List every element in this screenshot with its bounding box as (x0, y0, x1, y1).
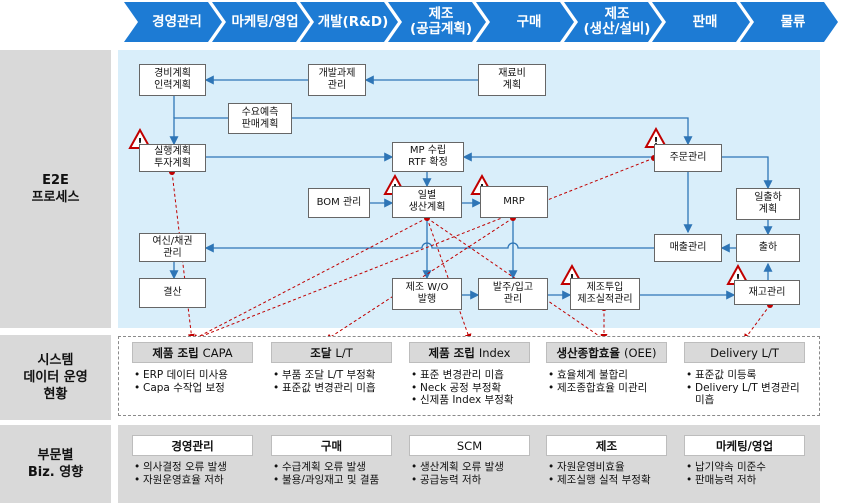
list-item: 부품 조달 L/T 부정확 (273, 369, 401, 382)
list-item: Capa 수작업 보정 (134, 382, 262, 395)
chevron-shape (300, 2, 398, 42)
e2e-process-panel (118, 50, 820, 328)
node-settle: 결산 (139, 278, 206, 308)
svg-text:!: ! (137, 136, 142, 149)
system-box-list: 표준값 미등록 Delivery L/T 변경관리 미흡 (686, 369, 816, 407)
list-item: 효율체계 불합리 (548, 369, 676, 382)
system-box-header: Delivery L/T (684, 342, 805, 363)
chevron-label: 물류 (780, 13, 806, 30)
chevron-shape (740, 2, 838, 42)
list-item: 판매능력 저하 (686, 474, 816, 487)
system-box-list: 부품 조달 L/T 부정확 표준값 변경관리 미흡 (273, 369, 401, 394)
node-demand: 수요예측 판매계획 (228, 103, 292, 134)
chevron-label: 개발(R&D) (317, 13, 389, 30)
list-item: 의사결정 오류 발생 (134, 461, 264, 474)
chevron-shape (564, 2, 662, 42)
node-mrp: MRP (480, 186, 548, 218)
node-material-plan: 재료비 계획 (478, 64, 546, 96)
issue-link (191, 217, 428, 341)
list-item: 자원운영효율 저하 (134, 474, 264, 487)
list-item: 납기약속 미준수 (686, 461, 816, 474)
chevron-label: 마케팅/영업 (231, 13, 299, 30)
biz-box-list: 생산계획 오류 발생 공급능력 저하 (411, 461, 541, 486)
list-item: 공급능력 저하 (411, 474, 541, 487)
biz-box-header: 제조 (546, 435, 667, 456)
node-sales: 매출관리 (654, 234, 722, 262)
node-input: 제조투입 제조실적관리 (570, 278, 640, 310)
list-item: 표준값 미등록 (686, 369, 816, 382)
list-item: 생산계획 오류 발생 (411, 461, 541, 474)
system-box-list: 효율체계 불합리 제조종합효율 미관리 (548, 369, 676, 394)
list-item: Delivery L/T 변경관리 미흡 (686, 382, 816, 407)
node-wo: 제조 W/O 발행 (392, 278, 462, 310)
node-po: 발주/입고 관리 (478, 278, 548, 310)
flow-arrow (169, 117, 228, 146)
node-mp: MP 수립 RTF 확정 (392, 142, 464, 172)
node-biz-plan: 경비계획 인력계획 (139, 64, 206, 96)
chevron-shape (476, 2, 574, 42)
list-item: 불용/과잉재고 및 결품 (273, 474, 403, 487)
biz-box-header: 경영관리 (132, 435, 253, 456)
list-item: 자원운영비효율 (548, 461, 678, 474)
chevron-shape (388, 2, 486, 42)
list-item: 수급계획 오류 발생 (273, 461, 403, 474)
row-label-biz: 부문별 Biz. 영향 (0, 425, 111, 503)
row-label-system: 시스템 데이터 운영 현황 (0, 335, 111, 420)
chevron-label: 구매 (516, 13, 542, 30)
biz-box-list: 납기약속 미준수 판매능력 저하 (686, 461, 816, 486)
list-item: 신제품 Index 부정확 (411, 394, 539, 407)
flow-arrow (292, 117, 693, 146)
biz-box-list: 자원운영비효율 제조실행 실적 부정확 (548, 461, 678, 486)
biz-box-list: 수급계획 오류 발생 불용/과잉재고 및 결품 (273, 461, 403, 486)
node-order: 주문관리 (654, 144, 722, 172)
system-box-list: ERP 데이터 미사용 Capa 수작업 보정 (134, 369, 262, 394)
issue-link (743, 304, 771, 341)
flow-arrow (722, 156, 773, 190)
list-item: 표준 변경관리 미흡 (411, 369, 539, 382)
chevron-label: 판매 (692, 13, 718, 30)
node-dev-mgmt: 개발과제 관리 (308, 64, 366, 96)
chevron-label: 제조 (공급계획) (409, 6, 473, 37)
chevron-shape (652, 2, 750, 42)
list-item: Neck 공정 부정확 (411, 382, 539, 395)
svg-text:!: ! (653, 135, 658, 148)
node-daily-plan: 일별 생산계획 (392, 186, 462, 218)
node-credit: 여신/채권 관리 (139, 233, 206, 262)
node-inventory: 재고관리 (734, 280, 800, 305)
node-exec-plan: 실행계획 투자계획 (139, 144, 206, 172)
biz-box-list: 의사결정 오류 발생 자원운영효율 저하 (134, 461, 264, 486)
node-ship-plan: 일출하 계획 (736, 188, 800, 220)
list-item: 표준값 변경관리 미흡 (273, 382, 401, 395)
biz-box-header: 구매 (271, 435, 392, 456)
list-item: 제조실행 실적 부정확 (548, 474, 678, 487)
flow-arrow (204, 242, 654, 253)
biz-box-header: 마케팅/영업 (684, 435, 805, 456)
chevron-shapes (124, 2, 838, 42)
chevron-shape (124, 2, 222, 42)
chevron-label: 제조 (생산/설비) (583, 6, 651, 37)
issue-link (191, 157, 655, 342)
system-box-header: 생산종합효율(OEE) (546, 342, 667, 363)
svg-text:!: ! (735, 272, 740, 285)
node-bom: BOM 관리 (308, 188, 370, 218)
row-label-e2e: E2E 프로세스 (0, 50, 111, 328)
list-item: ERP 데이터 미사용 (134, 369, 262, 382)
chevron-shape (212, 2, 310, 42)
system-box-list: 표준 변경관리 미흡 Neck 공정 부정확 신제품 Index 부정확 (411, 369, 539, 407)
issue-link (426, 217, 606, 341)
biz-box-header: SCM (409, 435, 530, 456)
chevron-label: 경영관리 (152, 13, 202, 30)
list-item: 제조종합효율 미관리 (548, 382, 676, 395)
node-shipping: 출하 (736, 234, 800, 262)
